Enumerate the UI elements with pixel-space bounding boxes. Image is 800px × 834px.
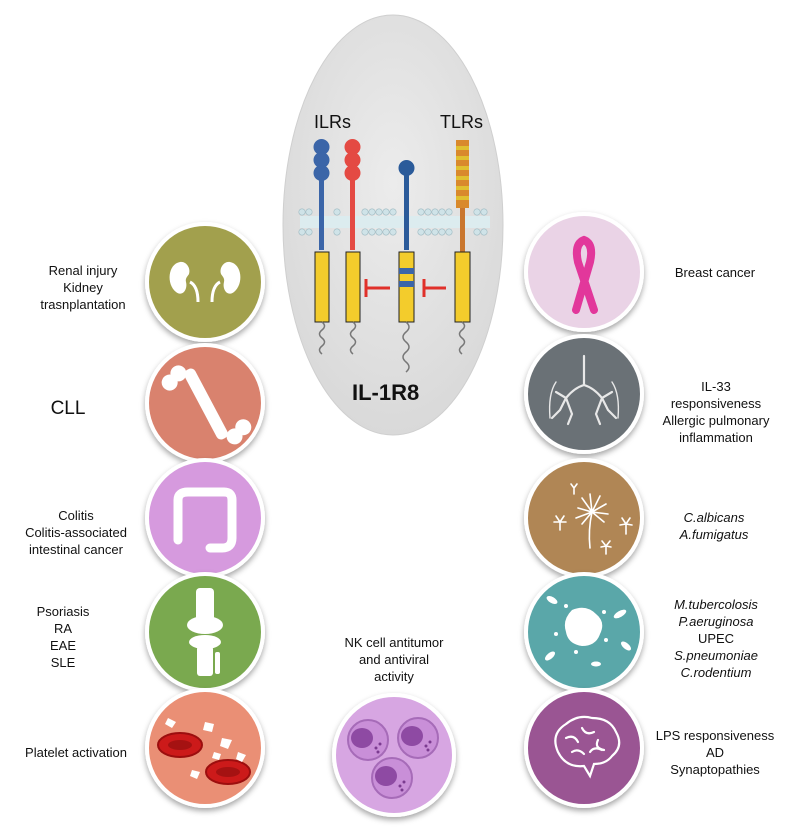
lipid-head: [389, 208, 397, 216]
lipid-head: [305, 228, 313, 236]
lipid-head: [389, 228, 397, 236]
lipid-head: [473, 208, 481, 216]
lipid-head: [417, 208, 425, 216]
brain-circle: [524, 688, 644, 808]
lung-icon: [548, 354, 620, 426]
lipid-head: [424, 208, 432, 216]
lipid-head: [438, 208, 446, 216]
fungi-circle: [524, 458, 644, 578]
lipid-head: [333, 208, 341, 216]
brain-icon: [554, 715, 621, 779]
lipid-head: [361, 208, 369, 216]
lipid-head: [333, 228, 341, 236]
lipid-head: [417, 228, 425, 236]
ilrs-label: ILRs: [314, 112, 352, 132]
lipid-head: [368, 228, 376, 236]
label-breast: Breast cancer: [674, 265, 756, 280]
lipid-head: [431, 228, 439, 236]
ribbon-icon: [572, 235, 598, 314]
inhibition-arrow-left: [364, 279, 390, 297]
tlr-receptor: [454, 140, 471, 355]
lipid-head: [431, 208, 439, 216]
lipid-head: [361, 228, 369, 236]
platelet-icon: [157, 718, 251, 785]
bone-icon: [161, 365, 252, 445]
colon-circle: [145, 458, 265, 578]
lipid-head: [438, 228, 446, 236]
lipid-head: [368, 208, 376, 216]
knee-icon: [187, 588, 223, 676]
lipid-head: [445, 208, 453, 216]
ilr-receptor-red: [344, 139, 361, 355]
il1r8-title: IL-1R8: [352, 380, 420, 405]
colon-icon: [173, 487, 237, 553]
ilr-receptor-blue: [313, 139, 330, 355]
lipid-head: [298, 228, 306, 236]
tlrs-label: TLRs: [440, 112, 484, 132]
kidney-circle: [145, 222, 265, 342]
il1r8-receptor: [398, 160, 415, 373]
lipid-head: [375, 228, 383, 236]
lipid-head: [445, 228, 453, 236]
kidney-icon: [169, 261, 241, 303]
lipid-head: [473, 228, 481, 236]
label-cll: CLL: [50, 398, 86, 419]
lipid-head: [382, 228, 390, 236]
nk-cell-icon: [347, 717, 439, 799]
cell-membrane: [298, 208, 490, 236]
lipid-head: [382, 208, 390, 216]
lipid-head: [424, 228, 432, 236]
inhibition-arrow-right: [422, 279, 446, 297]
lipid-head: [480, 208, 488, 216]
lipid-head: [375, 208, 383, 216]
lipid-head: [305, 208, 313, 216]
lipid-head: [298, 208, 306, 216]
lung-circle: [524, 334, 644, 454]
bacteria-icon: [545, 596, 631, 667]
lipid-head: [480, 228, 488, 236]
label-platelet: Platelet activation: [25, 745, 127, 760]
fungi-icon: [553, 483, 633, 555]
